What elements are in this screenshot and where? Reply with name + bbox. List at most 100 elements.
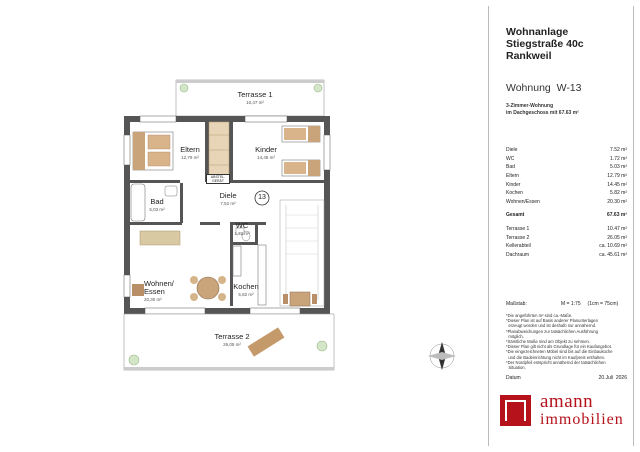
bed-icon (132, 131, 174, 171)
area-table: Diele 7.52 m² WC 1.72 m² Bad 5.03 m² Eltern 12.… (506, 146, 627, 259)
terrace-1-railing (176, 80, 324, 83)
room-label-wohnen: Wohnen/ Essen 20,30 m² (144, 279, 174, 303)
north-arrow-icon (428, 342, 456, 370)
area-label: Dachraum (506, 251, 530, 258)
area-row: Terrasse 1 10.47 m² (506, 225, 627, 234)
area-label: Diele (506, 147, 518, 154)
bed-icon (281, 125, 321, 177)
wall (200, 222, 220, 225)
plant-icon (179, 83, 189, 93)
area-value: 7.52 m² (610, 147, 627, 154)
armchair-icon (132, 284, 144, 296)
wall (230, 222, 233, 306)
toilet-icon (235, 227, 251, 242)
area-value: 67.63 m² (606, 212, 627, 219)
note-line: *Die eingezeichneten Möbel sind bis auf … (506, 349, 613, 355)
plant-icon (316, 340, 328, 352)
note-line: möglich. (506, 333, 524, 339)
area-label: Eltern (506, 173, 520, 180)
staircase (279, 199, 325, 307)
kitchen-counter (232, 244, 267, 306)
note-line: *Dieser Plan gilt nicht als Grundlage fü… (506, 344, 612, 350)
area-value: 1.72 m² (610, 155, 627, 162)
terrace-1-floor (175, 79, 325, 117)
area-row: Kellerabteil ca. 10.69 m² (506, 242, 627, 251)
note-line: und die Badeinrichtung nicht im Kaufprei… (506, 354, 606, 360)
room-label-terrasse-2: Terrasse 2 26,05 m² (214, 332, 250, 348)
note-line: erzeugt worden und ist deshalb nur annäh… (506, 323, 597, 329)
area-value: 20.30 m² (607, 198, 627, 205)
bathtub-icon (130, 183, 178, 222)
area-row: Gesamt 67.63 m² (506, 211, 627, 220)
area-label: Wohnen/Essen (506, 198, 540, 205)
logo-text-line1: amann (540, 391, 594, 412)
scale-row: Maßstab: M = 1:75 (1cm = 75cm) (506, 301, 619, 307)
area-label: WC (506, 155, 515, 162)
area-row: WC 1.72 m² (506, 155, 627, 164)
wall (233, 242, 258, 245)
terrace-2-railing (124, 367, 334, 370)
area-label: Terrasse 2 (506, 234, 530, 241)
unit-description: 3-Zimmer-Wohnung im Dachgeschoss mit 67.… (506, 103, 579, 116)
date-row: Datum 20.Juli 2026 (506, 375, 627, 381)
plant-icon (313, 83, 323, 93)
sofa-icon (139, 230, 181, 246)
storage-label: ABSTEL. GERÄT (206, 174, 230, 184)
wardrobe (208, 121, 230, 181)
note-line: *Sämtliche Maße sind am Objekt zu nehmen… (506, 339, 591, 345)
area-row: Dachraum ca. 45.61 m² (506, 251, 627, 260)
room-label-terrasse-1: Terrasse 1 10,47 m² (237, 90, 273, 106)
wall (255, 222, 258, 244)
wall (130, 180, 180, 183)
room-label-kochen: Kochen 5,82 m² (233, 282, 259, 298)
wall (230, 180, 324, 183)
area-value: 10.47 m² (607, 226, 627, 233)
area-value: ca. 45.61 m² (599, 251, 627, 258)
area-row: Kinder 14.45 m² (506, 180, 627, 189)
outdoor-table-icon (283, 291, 317, 307)
note-line: *Planabweichungen zur tatsächlichen Ausf… (506, 328, 598, 334)
wall (229, 122, 233, 182)
area-row: Wohnen/Essen 20.30 m² (506, 198, 627, 207)
area-value: 5.82 m² (610, 190, 627, 197)
floor-plan: Terrasse 1 10,47 m² Eltern 12,79 m² Kind… (123, 79, 456, 371)
logo-mark-icon (500, 395, 531, 426)
area-value: 12.79 m² (607, 173, 627, 180)
area-label: Bad (506, 164, 515, 171)
unit-title: Wohnung W-13 (506, 82, 582, 94)
info-sidebar: Wohnanlage Stiegstraße 40c Rankweil Wohn… (488, 6, 634, 446)
note-line: Situation. (506, 365, 526, 371)
area-row: Diele 7.52 m² (506, 146, 627, 155)
wall (130, 222, 182, 225)
area-label: Terrasse 1 (506, 226, 530, 233)
wall (205, 122, 209, 182)
area-value: 26.05 m² (607, 234, 627, 241)
room-label-kinder: Kinder 14,45 m² (255, 145, 277, 161)
company-logo: amann immobilien (500, 391, 630, 439)
area-value: ca. 10.69 m² (599, 243, 627, 250)
room-label-bad: Bad 5,03 m² (149, 197, 165, 213)
unit-badge: 13 (258, 194, 266, 201)
area-row: Terrasse 2 26.05 m² (506, 233, 627, 242)
area-row: Bad 5.03 m² (506, 163, 627, 172)
room-label-eltern: Eltern 12,79 m² (180, 145, 200, 161)
lounger-icon (247, 327, 285, 357)
area-label: Gesamt (506, 212, 525, 219)
area-label: Kellerabteil (506, 243, 531, 250)
area-label: Kinder (506, 181, 521, 188)
note-line: *Dieser Plan ist auf Basis anderer Planu… (506, 318, 598, 324)
wall (180, 183, 183, 223)
project-title: Wohnanlage Stiegstraße 40c Rankweil (506, 26, 584, 62)
room-label-diele: Diele 7,52 m² (219, 191, 237, 207)
floor-plan-drawing (123, 79, 456, 371)
dining-table-icon (190, 276, 226, 301)
room-label-wc: WC 1,72 m² (234, 221, 250, 237)
disclaimer-notes: *Die angeführten m² sind ca.-Maße.*Diese… (506, 313, 627, 370)
logo-text-line2: immobilien (540, 411, 624, 428)
note-line: *Die angeführten m² sind ca.-Maße. (506, 313, 573, 318)
terrace-2-floor (123, 313, 335, 371)
area-value: 5.03 m² (610, 164, 627, 171)
area-value: 14.45 m² (607, 181, 627, 188)
wall (230, 222, 266, 225)
